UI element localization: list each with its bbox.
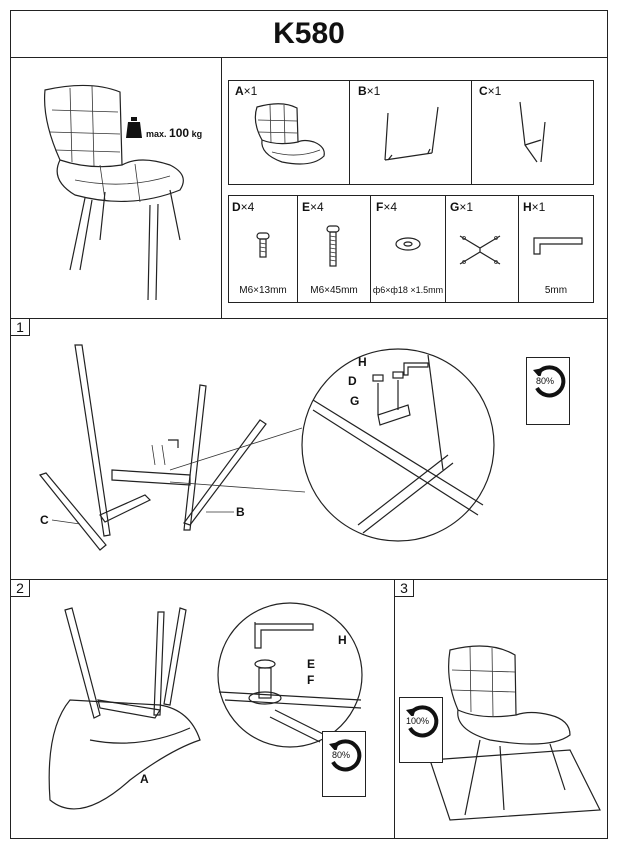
part-f-spec: ф6×ф18 ×1.5mm <box>372 285 444 295</box>
parts-divider <box>370 195 371 303</box>
step-3-chair-drawing <box>429 645 601 821</box>
hex-key-icon <box>533 237 583 255</box>
step-1-zoom-lines <box>169 427 306 493</box>
title-bar: K580 <box>10 10 608 58</box>
torque-percent: 80% <box>332 750 351 760</box>
page-title: K580 <box>273 17 345 50</box>
step-1-number: 1 <box>10 318 30 336</box>
part-d-spec: M6×13mm <box>239 285 287 296</box>
part-c-frame-icon <box>519 101 546 163</box>
part-h-label: H×1 <box>523 200 546 214</box>
step-1-frame-drawing <box>38 344 267 551</box>
detail-label-h: H <box>358 355 367 369</box>
parts-divider <box>518 195 519 303</box>
torque-percent: 80% <box>536 376 555 386</box>
detail-label-h2: H <box>338 633 347 647</box>
bolt-long-icon <box>326 225 340 267</box>
product-divider <box>221 57 223 319</box>
step-3-number: 3 <box>394 579 414 597</box>
parts-divider <box>349 80 350 185</box>
rotate-icon <box>406 705 439 738</box>
parts-table-top <box>228 80 594 185</box>
callout-leader-c <box>51 519 81 525</box>
rotate-icon <box>329 739 362 772</box>
detail-label-e: E <box>307 657 316 671</box>
step-2-chair-drawing <box>48 607 201 810</box>
parts-table-bottom <box>228 195 594 303</box>
step-1-label-b: B <box>236 505 245 519</box>
rotate-icon <box>533 365 566 398</box>
torque-badge-step3: 100% <box>399 697 443 763</box>
weight-icon <box>126 117 142 138</box>
part-e-spec: M6×45mm <box>310 285 358 296</box>
torque-badge-step1: 80% <box>526 357 570 425</box>
detail-label-g: G <box>350 394 360 408</box>
step-1-label-c: C <box>40 513 49 527</box>
washer-icon <box>395 237 421 251</box>
detail-label-d: D <box>348 374 357 388</box>
part-a-label: A×1 <box>235 84 258 98</box>
part-b-label: B×1 <box>358 84 381 98</box>
step-2-detail-circle <box>217 602 363 748</box>
part-e-label: E×4 <box>302 200 324 214</box>
step-3-panel <box>394 579 608 839</box>
detail-label-f: F <box>307 673 315 687</box>
part-g-label: G×1 <box>450 200 474 214</box>
part-b-frame-icon <box>384 106 439 161</box>
torque-badge-step2: 80% <box>322 731 366 797</box>
bolt-short-icon <box>256 232 270 258</box>
step-2-label-a: A <box>140 772 149 786</box>
torque-percent: 100% <box>406 716 430 726</box>
part-d-label: D×4 <box>232 200 255 214</box>
connector-plate-icon <box>459 235 501 265</box>
step-1-detail-circle <box>301 348 495 542</box>
part-h-spec: 5mm <box>544 285 568 296</box>
part-c-label: C×1 <box>479 84 502 98</box>
part-f-label: F×4 <box>376 200 398 214</box>
part-a-seat-icon <box>254 103 325 165</box>
parts-divider <box>445 195 446 303</box>
parts-divider <box>297 195 298 303</box>
max-load-label: max. 100 kg <box>146 126 203 140</box>
parts-divider <box>471 80 472 185</box>
callout-leader-b <box>206 511 234 513</box>
chair-illustration <box>43 84 184 301</box>
step-2-number: 2 <box>10 579 30 597</box>
